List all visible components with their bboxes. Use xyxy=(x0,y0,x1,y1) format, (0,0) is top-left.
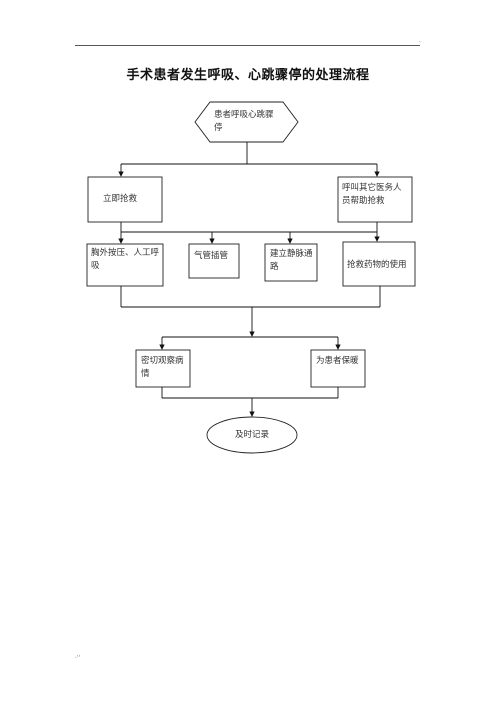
footer-mark: ·'' xyxy=(75,655,81,662)
node-record-label: 及时记录 xyxy=(234,430,269,440)
start-hexagon-shape xyxy=(194,101,299,143)
rescue-box-shape xyxy=(87,176,163,223)
intubation-box-shape xyxy=(188,243,240,279)
drugs-box-shape xyxy=(342,241,416,287)
page-title: 手术患者发生呼吸、心跳骤停的处理流程 xyxy=(126,68,370,83)
node-observe-label: 密切观察病情 xyxy=(141,356,184,379)
iv-access-box-shape xyxy=(264,243,318,282)
header-rule xyxy=(75,45,420,46)
header-mark: . xyxy=(419,37,421,44)
call-help-box-shape xyxy=(337,176,413,223)
node-call-help-label: 呼叫其它医务人员帮助抢救 xyxy=(342,183,402,206)
node-rescue-label: 立即抢救 xyxy=(103,194,138,204)
observe-box-shape xyxy=(135,349,191,388)
node-intubation-label: 气管插管 xyxy=(194,251,229,261)
record-ellipse-shape xyxy=(206,416,298,454)
node-iv-access-label: 建立静脉通路 xyxy=(270,249,313,272)
node-start-label: 患者呼吸心跳骤停 xyxy=(214,110,274,133)
node-cpr-label: 胸外按压、人工呼吸 xyxy=(91,248,160,271)
node-drugs-label: 抢救药物的使用 xyxy=(347,260,407,270)
node-warm-label: 为患者保暖 xyxy=(316,356,359,366)
cpr-box-shape xyxy=(86,243,164,287)
